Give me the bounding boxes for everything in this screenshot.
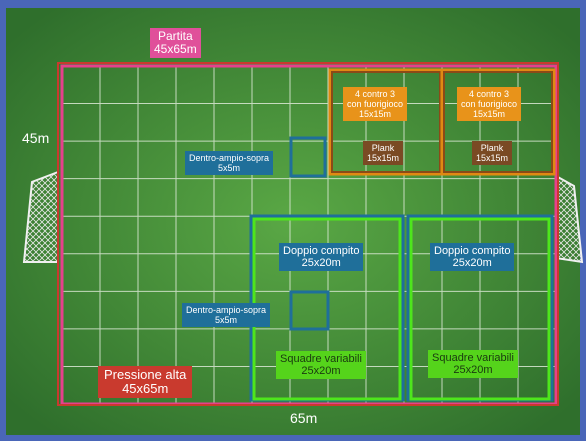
plank-label-a: Plank 15x15m <box>363 141 404 165</box>
dentro-top-size: 5x5m <box>218 163 241 173</box>
plank-b-size: 15x15m <box>476 153 509 163</box>
plank-b-title: Plank <box>480 143 504 153</box>
plank-box-b <box>443 71 553 173</box>
length-dimension: 65m <box>290 410 318 426</box>
plank-label-b: Plank 15x15m <box>472 141 513 165</box>
four-v-three-a-line2: con fuorigioco <box>347 99 404 109</box>
four-v-three-a-line3: 15x15m <box>359 109 392 119</box>
doppio-a-size: 25x20m <box>301 257 341 269</box>
four-v-three-label-b: 4 contro 3 con fuorigioco 15x15m <box>457 87 522 121</box>
width-dimension: 45m <box>22 130 50 146</box>
pressione-label: Pressione alta 45x65m <box>98 366 193 398</box>
four-v-three-box-b <box>440 68 556 176</box>
dentro-label-top: Dentro-ampio-sopra 5x5m <box>185 151 274 175</box>
four-v-three-b-line2: con fuorigioco <box>461 99 518 109</box>
squadre-label-a: Squadre variabili 25x20m <box>276 351 366 379</box>
squadre-label-b: Squadre variabili 25x20m <box>428 350 518 378</box>
four-v-three-a-line1: 4 contro 3 <box>355 89 396 99</box>
four-v-three-b-line3: 15x15m <box>473 109 506 119</box>
plank-a-size: 15x15m <box>367 153 400 163</box>
squadre-a-title: Squadre variabili <box>280 353 362 365</box>
doppio-label-a: Doppio compito 25x20m <box>279 243 364 271</box>
dentro-box-top <box>289 136 327 178</box>
four-v-three-label-a: 4 contro 3 con fuorigioco 15x15m <box>343 87 408 121</box>
dentro-label-bottom: Dentro-ampio-sopra 5x5m <box>182 303 271 327</box>
pressione-title: Pressione alta <box>104 367 187 382</box>
partita-size: 45x65m <box>154 42 197 56</box>
squadre-box-b <box>409 217 551 401</box>
doppio-b-size: 25x20m <box>452 257 492 269</box>
dentro-box-bottom <box>289 290 330 331</box>
four-v-three-b-line1: 4 contro 3 <box>469 89 510 99</box>
doppio-b-title: Doppio compito <box>434 245 511 257</box>
dentro-bottom-title: Dentro-ampio-sopra <box>186 305 267 315</box>
pressione-size: 45x65m <box>122 381 169 396</box>
partita-title: Partita <box>158 29 193 43</box>
plank-box-a <box>331 71 441 173</box>
dentro-bottom-size: 5x5m <box>215 315 238 325</box>
squadre-a-size: 25x20m <box>301 365 341 377</box>
doppio-a-title: Doppio compito <box>283 245 360 257</box>
squadre-b-title: Squadre variabili <box>432 352 514 364</box>
doppio-label-b: Doppio compito 25x20m <box>430 243 515 271</box>
squadre-b-size: 25x20m <box>453 364 493 376</box>
partita-label: Partita 45x65m <box>150 28 201 58</box>
pressure-area-border <box>57 62 559 406</box>
plank-a-title: Plank <box>371 143 395 153</box>
dentro-top-title: Dentro-ampio-sopra <box>189 153 270 163</box>
